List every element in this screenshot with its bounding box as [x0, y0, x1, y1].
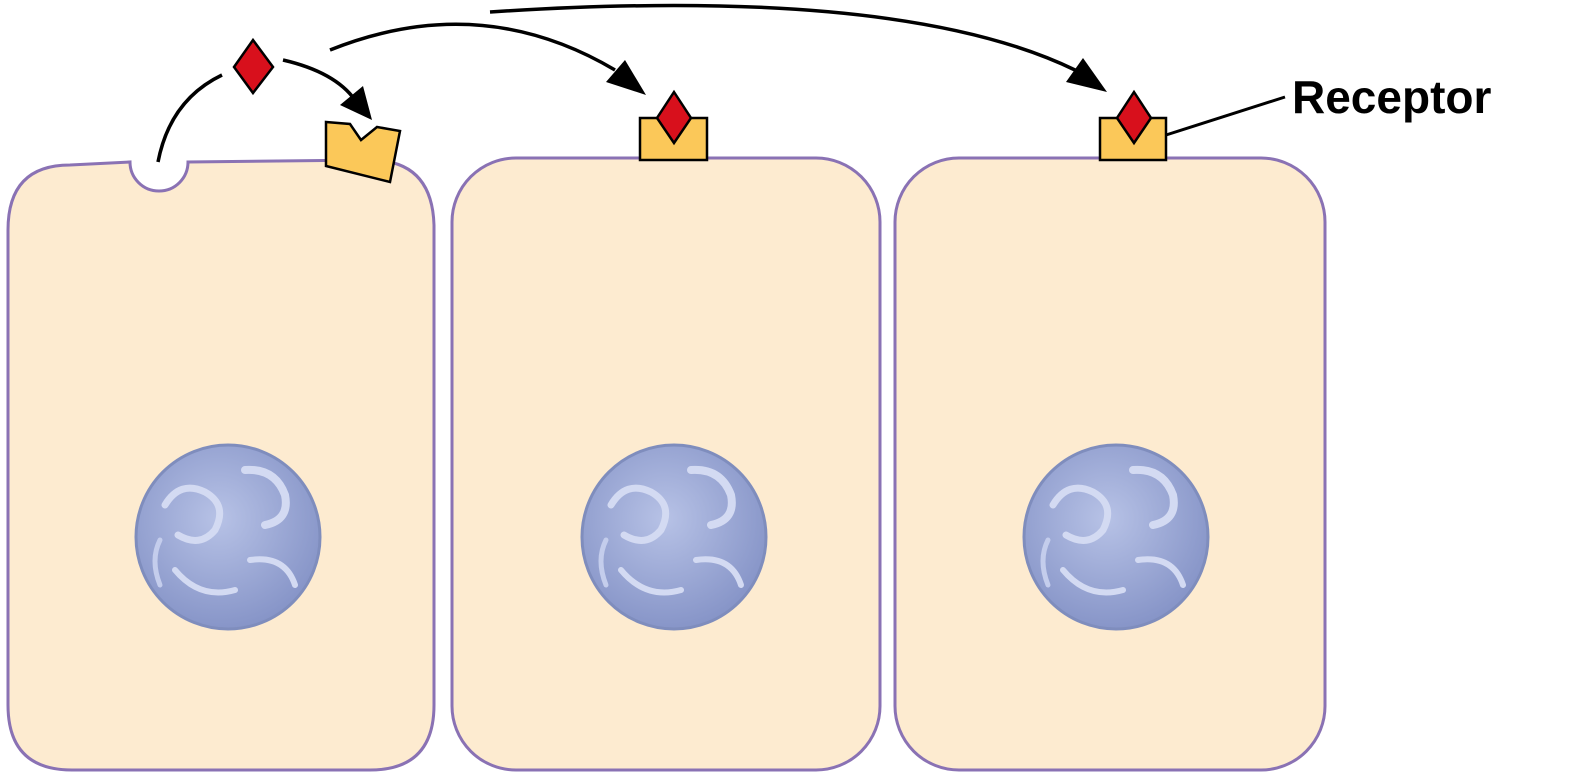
cell-3-nucleus	[1022, 443, 1210, 631]
receptor-leader-line	[1165, 95, 1286, 137]
cell-2-nucleus	[580, 443, 768, 631]
cell-3	[893, 89, 1327, 772]
cell-3-signal-molecule	[1115, 89, 1153, 146]
arrow-to-cell-1-receptor	[282, 58, 372, 120]
free-signal-molecule	[232, 37, 275, 96]
cell-1	[6, 120, 436, 772]
secretion-arc	[156, 73, 223, 163]
cell-1-receptor-empty	[324, 120, 402, 184]
arrow-to-cell-2-receptor	[329, 22, 646, 95]
cell-2-signal-molecule	[655, 89, 693, 146]
cell-1-nucleus	[134, 443, 322, 631]
arrow-to-cell-3-receptor	[489, 3, 1107, 92]
receptor-label: Receptor	[1292, 71, 1491, 123]
cell-2	[450, 89, 882, 772]
